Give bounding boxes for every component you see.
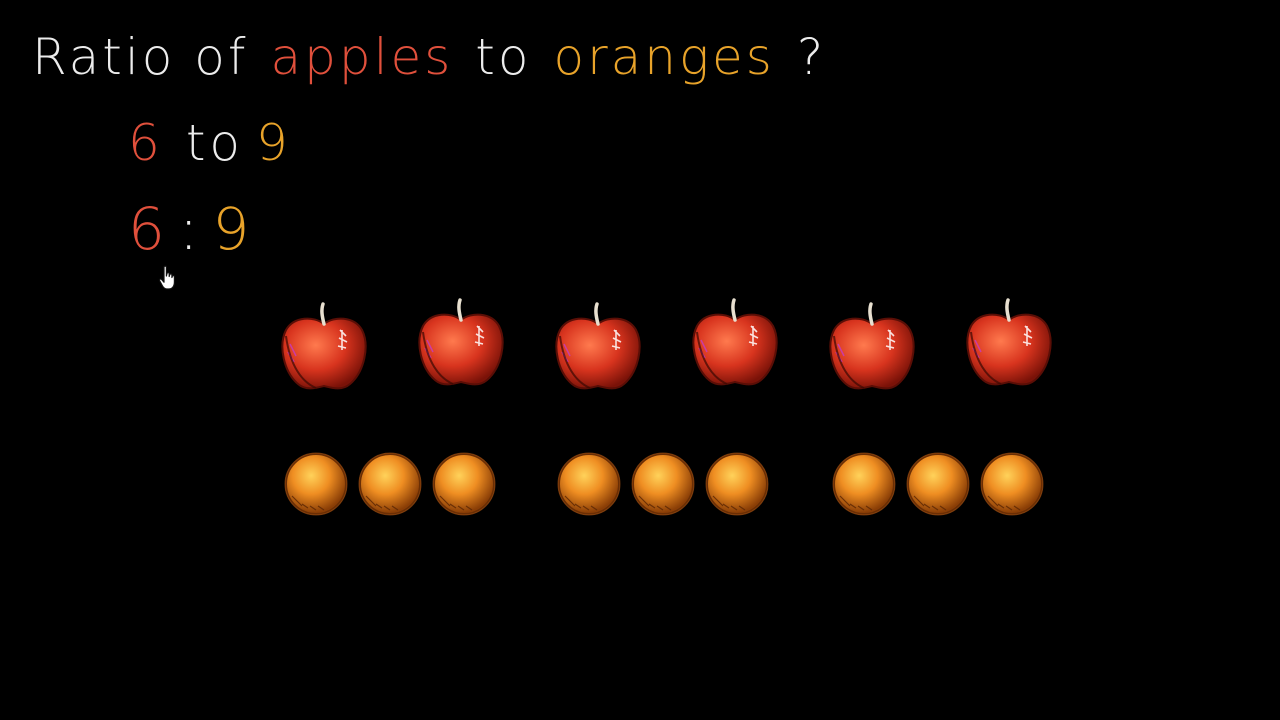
ratio1-to-word: to [185,114,245,172]
title-to-word: to [475,28,532,86]
title-apples-word: apples [270,28,454,86]
hand-pointer-icon [158,265,178,295]
orange-icon [830,450,898,522]
apple-icon [824,296,920,400]
orange-icon [629,450,697,522]
title-oranges-word: oranges [553,28,775,86]
ratio2-oranges-count: 9 [212,195,252,263]
ratio1-apples-count: 6 [128,114,164,172]
orange-icon [978,450,1046,522]
apple-icon [550,296,646,400]
ratio1-oranges-count: 9 [256,114,292,172]
ratio2-apples-count: 6 [128,195,167,263]
ratio2-colon: : [178,195,201,263]
orange-icon [904,450,972,522]
orange-icon [703,450,771,522]
apple-icon [687,292,783,396]
apple-icon [276,296,372,400]
orange-icon [356,450,424,522]
apple-icon [961,292,1057,396]
title-question-mark: ? [796,28,827,86]
orange-icon [430,450,498,522]
orange-icon [282,450,350,522]
title-ratio-of: Ratio of [32,28,249,86]
ratio-expression-colon: 6:9 [128,200,251,258]
apple-icon [413,292,509,396]
orange-icon [555,450,623,522]
